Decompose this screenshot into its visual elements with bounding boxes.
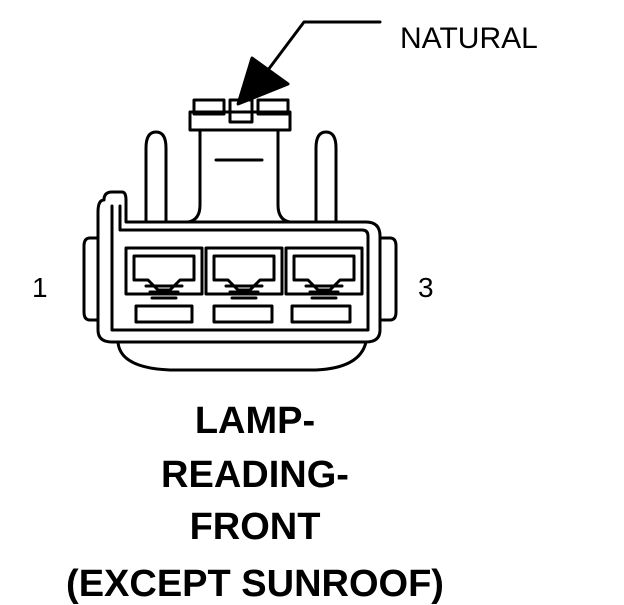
latch-tab-right [256, 98, 290, 116]
callout-arrowhead [236, 56, 290, 106]
connector-body-inner [110, 204, 370, 332]
side-ear-right [378, 236, 398, 322]
cavity-2 [204, 246, 284, 324]
housing-top-block [170, 128, 308, 224]
pin-1-label: 1 [32, 272, 48, 303]
wire-color-label: NATURAL [400, 22, 538, 55]
guide-post-right [314, 130, 338, 224]
cavity-3 [284, 246, 364, 324]
guide-post-left [144, 130, 168, 224]
pin-3-label: 3 [418, 272, 434, 303]
side-ear-left [82, 236, 100, 322]
latch-tab-left [192, 98, 226, 116]
component-title-line-4: (EXCEPT SUNROOF) [66, 563, 444, 605]
cavity-1 [124, 246, 204, 324]
callout-leader-line [266, 20, 382, 72]
connector-skirt [116, 340, 368, 372]
component-title-line-1: LAMP- [194, 400, 316, 442]
component-title-line-2: READING- [161, 454, 349, 496]
component-title-line-3: FRONT [189, 506, 321, 548]
connector-body-outer [96, 190, 382, 344]
